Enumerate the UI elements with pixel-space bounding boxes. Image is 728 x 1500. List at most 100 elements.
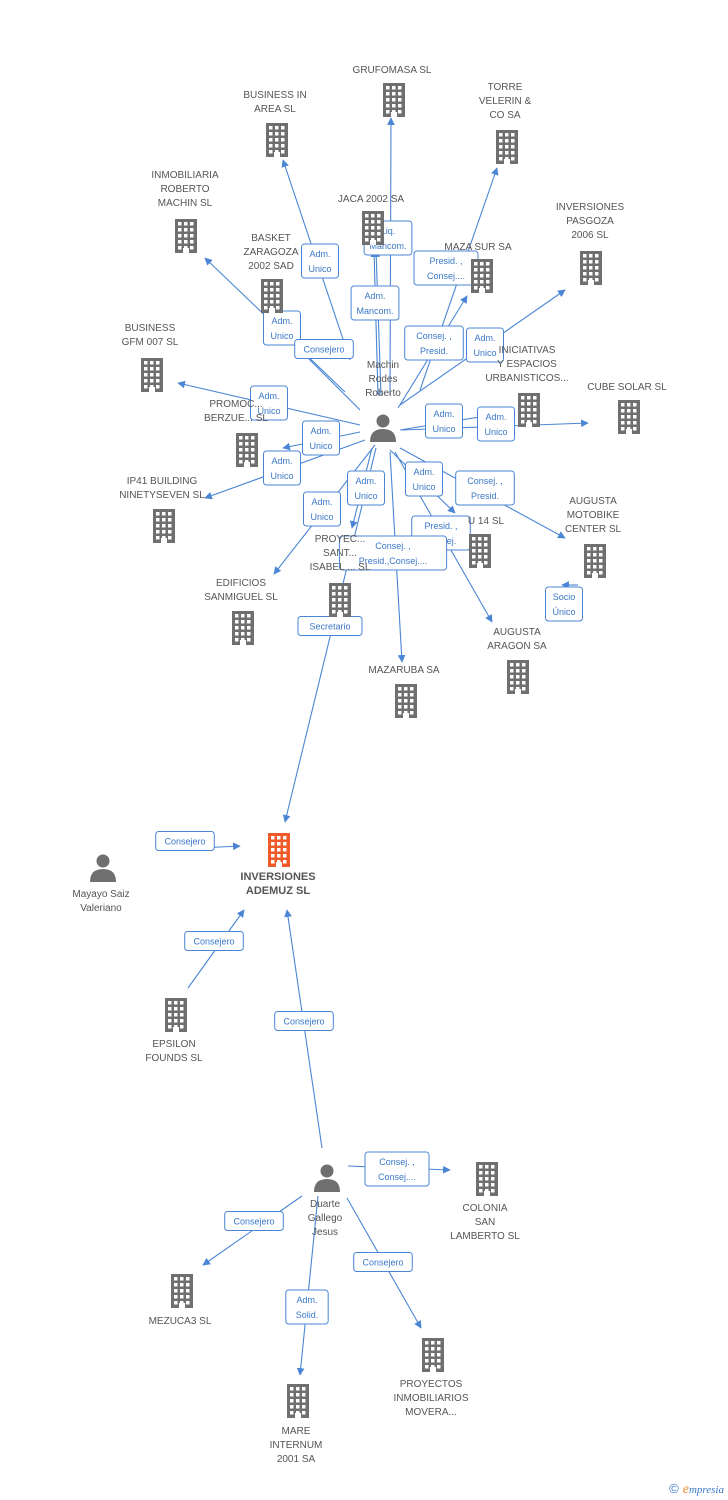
node-label: GFM 007 SL — [122, 337, 179, 348]
building-icon — [171, 1274, 193, 1308]
node-label: 2002 SAD — [248, 261, 294, 272]
node-proyectos[interactable]: PROYEC...SANT...ISABEL ... SL — [310, 534, 371, 617]
node-label: PASGOZA — [566, 216, 614, 227]
relation-label-machin-mazasur[interactable]: Consej. ,Presid. — [404, 325, 464, 361]
relation-label-duarte-mezuca[interactable]: Consejero — [224, 1211, 284, 1231]
relation-label-text: Secretario — [309, 622, 350, 632]
relation-label-machin-ademuz[interactable]: Secretario — [297, 616, 363, 636]
relation-label-machin-jaca[interactable]: Adm.Mancom. — [350, 285, 400, 321]
node-mazasur[interactable]: MAZA SUR SA — [444, 242, 512, 293]
relation-label-text: Socio — [553, 592, 576, 602]
building-icon — [236, 433, 258, 467]
relation-label-text: Consejero — [303, 345, 344, 355]
node-label: NINETYSEVEN SL — [119, 490, 205, 501]
node-jaca[interactable]: JACA 2002 SA — [338, 194, 404, 245]
relation-label-machin-inmobiliaria[interactable]: Adm. Unico — [263, 310, 301, 346]
relation-label-machin-torre[interactable]: Presid. ,Consej.... — [413, 250, 479, 286]
relation-label-duarte-colonia[interactable]: Consej. ,Consej.... — [364, 1151, 430, 1187]
relation-label-machin-basket[interactable]: Consejero — [294, 339, 354, 359]
relation-label-machin-cubesolar[interactable]: Adm.Unico — [425, 403, 463, 439]
relation-label-machin-ip41[interactable]: Adm.Unico — [263, 450, 301, 486]
relation-label-machin-proyectos[interactable]: Adm.Unico — [347, 470, 385, 506]
node-label: Machin — [367, 360, 399, 371]
relation-label-text: Consejero — [233, 1217, 274, 1227]
building-icon — [268, 833, 290, 867]
building-icon — [584, 544, 606, 578]
node-mezuca[interactable]: MEZUCA3 SL — [149, 1274, 212, 1327]
relation-label-text: Adm. — [413, 467, 434, 477]
relation-label-machin-u14[interactable]: Adm.Unico — [405, 461, 443, 497]
person-icon — [370, 414, 396, 442]
relation-label-machin-iniciativas[interactable]: Adm.Unico — [477, 406, 515, 442]
node-label: MARE — [282, 1426, 311, 1437]
relation-label-epsilon-ademuz[interactable]: Consejero — [184, 931, 244, 951]
node-label: INICIATIVAS — [499, 345, 556, 356]
node-label: ROBERTO — [160, 184, 209, 195]
building-icon — [153, 509, 175, 543]
node-label: SANMIGUEL SL — [204, 592, 278, 603]
relation-label-machin-edificios[interactable]: Adm.Unico — [303, 491, 341, 527]
relation-label-duarte-mare[interactable]: Adm.Solid. — [285, 1289, 329, 1325]
node-promoc[interactable]: PROMOC...BERZUE... SL — [204, 399, 268, 467]
node-proyinm[interactable]: PROYECTOSINMOBILIARIOSMOVERA... — [393, 1338, 469, 1418]
relation-label-text: Único — [552, 607, 575, 617]
relation-label-text: Adm. — [485, 412, 506, 422]
node-label: AREA SL — [254, 104, 296, 115]
relation-label-text: Unico — [354, 491, 377, 501]
node-label: Duarte — [310, 1199, 340, 1210]
relation-label-text: Adm. — [310, 426, 331, 436]
node-label: CENTER SL — [565, 524, 622, 535]
relation-label-text: Adm. — [271, 456, 292, 466]
node-ip41[interactable]: IP41 BUILDING NINETYSEVEN SL — [119, 476, 205, 543]
relation-label-text: Consej.... — [427, 271, 465, 281]
relation-label-text: Adm. — [271, 316, 292, 326]
node-label: GRUFOMASA SL — [353, 65, 432, 76]
node-label: INMOBILIARIOS — [393, 1393, 468, 1404]
node-label: PROYECTOS — [400, 1379, 463, 1390]
node-label: INTERNUM — [270, 1440, 323, 1451]
relation-label-duarte-proyinm[interactable]: Consejero — [353, 1252, 413, 1272]
node-label: Valeriano — [80, 903, 122, 914]
relation-label-machin-businessin[interactable]: Adm.Unico — [301, 243, 339, 279]
node-label: VELERIN & — [479, 96, 532, 107]
relation-label-machin-augustamoto[interactable]: Consej. ,Presid. — [455, 470, 515, 506]
relation-label-machin-inversionesp[interactable]: Adm.Unico — [466, 327, 504, 363]
node-cubesolar[interactable]: CUBE SOLAR SL — [587, 382, 667, 434]
node-u14[interactable]: U 14 SL — [468, 516, 505, 568]
relation-label-machin-promoc[interactable]: Adm.Unico — [302, 420, 340, 456]
node-grufomasa[interactable]: GRUFOMASA SL — [353, 65, 432, 117]
building-icon — [518, 393, 540, 427]
empresia-copyright[interactable]: ©empresia — [669, 1481, 724, 1498]
node-label: COLONIA — [462, 1203, 507, 1214]
node-label: IP41 BUILDING — [127, 476, 198, 487]
relation-label-mayayo-ademuz[interactable]: Consejero — [155, 831, 215, 851]
relation-label-machin-businessgfm[interactable]: Adm.Unico — [250, 385, 288, 421]
node-label: MAZARUBA SA — [368, 665, 439, 676]
relation-label-duarte-ademuz[interactable]: Consejero — [274, 1011, 334, 1031]
relation-label-machin-mazaruba[interactable]: Consej. ,Presid.,Consej.... — [338, 535, 448, 571]
node-mazaruba[interactable]: MAZARUBA SA — [368, 665, 440, 718]
node-label: ISABEL ... SL — [310, 562, 371, 573]
relation-label-text: Unico — [270, 331, 293, 341]
relation-label-text: Adm. — [258, 391, 279, 401]
relation-edge-duarte-mare — [296, 1195, 319, 1376]
relation-label-text: Adm. — [433, 409, 454, 419]
